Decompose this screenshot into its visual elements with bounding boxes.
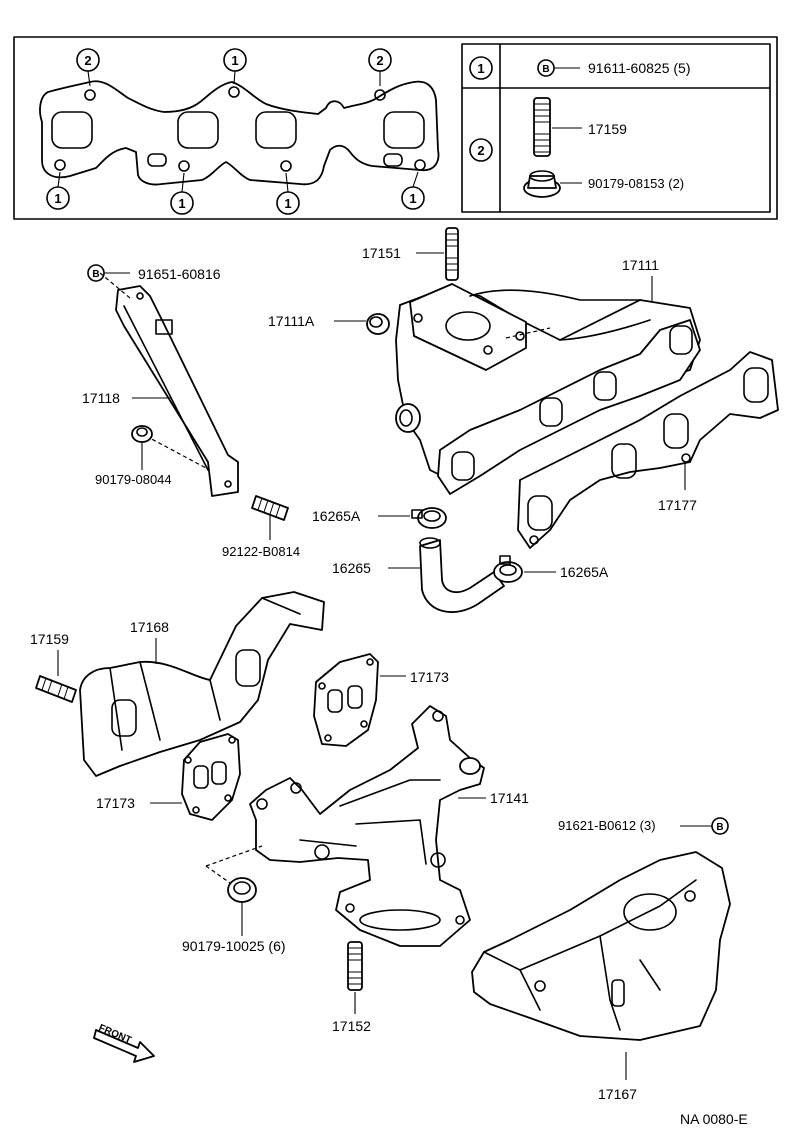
label-91651-60816: 91651-60816 [138,266,221,282]
gasket-mark-1c: 1 [178,196,185,211]
gasket-mark-1e: 1 [409,191,416,206]
stud-17159-drawing [35,675,77,703]
gasket-mark-2a: 2 [84,53,91,68]
part-91611-60825: 91611-60825 (5) [588,60,690,76]
label-91621-B0612: 91621-B0612 (3) [558,818,656,833]
clamp-16265A-right-drawing [493,555,523,583]
label-92122-B0814: 92122-B0814 [222,544,300,559]
intake-manifold-17111 [395,283,701,495]
label-17111A: 17111A [268,313,315,329]
manifold-stay-17118 [99,272,239,497]
label-90179-10025: 90179-10025 (6) [182,938,286,954]
heat-insulator-17168 [79,591,325,777]
gasket-mark-1b: 1 [54,191,61,206]
plug-17111A-drawing [366,313,390,335]
gasket-mark-2b: 2 [376,53,383,68]
nut-90179-10025-drawing [227,877,257,903]
label-17167: 17167 [598,1086,637,1102]
gasket-inset-box [13,36,778,220]
label-16265A-left: 16265A [312,508,361,524]
stud-17152-drawing [347,941,363,991]
label-16265A-right: 16265A [560,564,609,580]
label-17177: 17177 [658,497,697,513]
gasket-mark-1a: 1 [231,53,238,68]
label-90179-08044: 90179-08044 [95,472,172,487]
gasket-17177 [517,351,779,549]
label-17159: 17159 [30,631,69,647]
label-17173-left: 17173 [96,795,135,811]
gasket-17173-top [313,653,379,747]
b-symbol-row1: B [542,64,549,75]
b-symbol-91621: B [716,822,723,833]
gasket-17173-left [181,733,241,821]
gasket-key-marks: 2 1 2 1 1 1 1 [46,48,425,215]
heat-insulator-17167 [471,851,731,1041]
nut-90179-08044-drawing [131,425,153,443]
label-17111: 17111 [622,257,659,273]
label-16265: 16265 [332,560,371,576]
stud-92122-drawing [251,495,289,521]
label-17168: 17168 [130,619,169,635]
label-17173-top: 17173 [410,669,449,685]
manifold-gasket-drawing [39,80,440,186]
part-17159-inset: 17159 [588,121,627,137]
label-17118: 17118 [82,390,120,406]
figure-code: NA 0080-E [680,1111,748,1127]
b-symbol-91621-circle [711,817,729,835]
label-17152: 17152 [332,1018,371,1034]
label-17151: 17151 [362,245,401,261]
clamp-16265A-left-drawing [411,507,447,529]
gasket-mark-1d: 1 [284,196,291,211]
front-arrow: FRONT [93,1023,155,1063]
exhaust-manifold-17141 [249,705,485,947]
key-2: 2 [477,143,484,158]
label-17141: 17141 [490,790,529,806]
hose-16265-drawing [419,537,505,613]
inset-table: 1 B 91611-60825 (5) 2 17159 90179-08153 … [469,56,690,198]
part-90179-08153: 90179-08153 (2) [588,176,684,191]
b-symbol-stay: B [92,269,99,280]
stud-17151-drawing [445,227,459,281]
key-1: 1 [477,61,484,76]
